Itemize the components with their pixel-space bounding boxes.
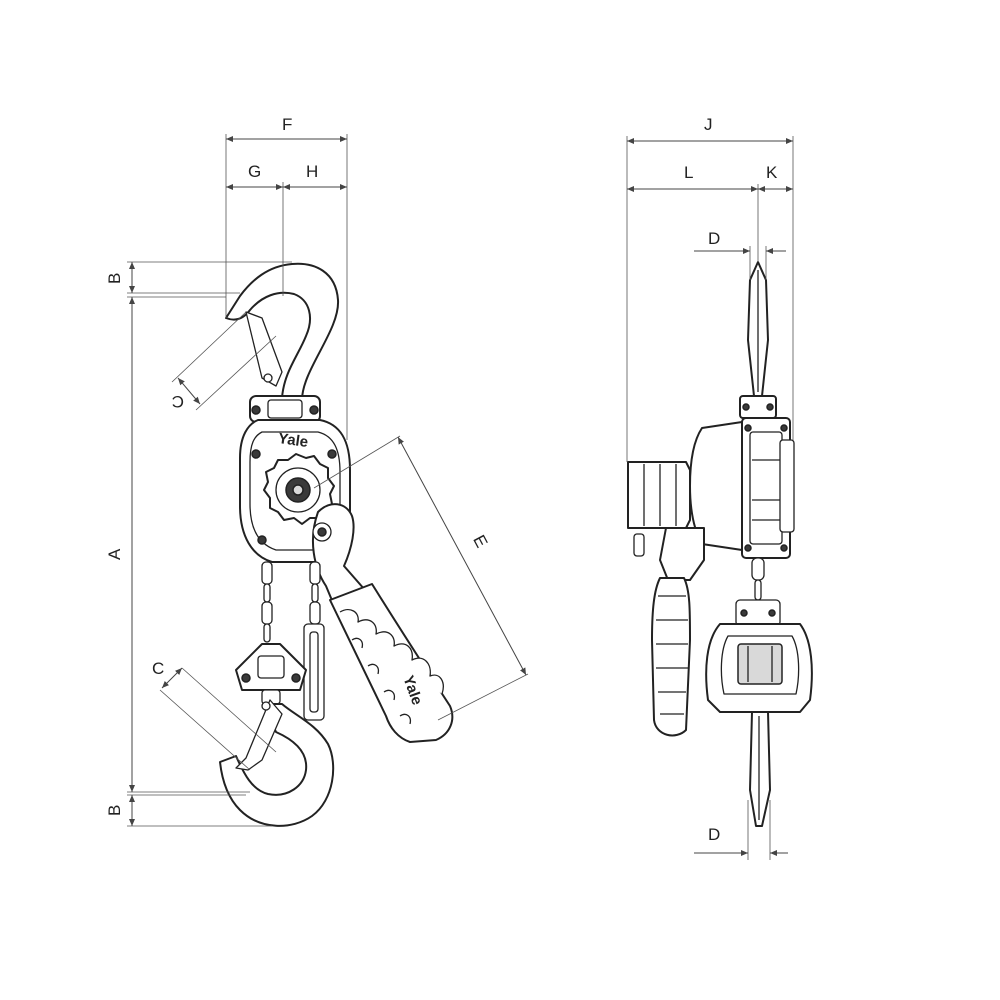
dimension-label-d-bottom: D xyxy=(708,825,720,844)
side-hoist-body xyxy=(689,417,795,559)
side-load-chain xyxy=(735,557,781,627)
selector-knob-front xyxy=(263,453,335,525)
dimension-label-a: A xyxy=(105,548,124,560)
side-selector-knob xyxy=(627,461,691,557)
dimension-label-d-top: D xyxy=(708,229,720,248)
dimension-label-b-bottom: B xyxy=(105,805,124,816)
top-hook xyxy=(225,262,340,401)
dimension-label-c-top: C xyxy=(172,392,184,411)
dimension-label-l: L xyxy=(684,163,693,182)
dimension-label-k: K xyxy=(766,163,778,182)
dimension-label-f: F xyxy=(282,115,292,134)
side-bottom-hook-block xyxy=(705,623,813,713)
side-view: J L K D D xyxy=(626,115,813,860)
lever-handle-front: Yale xyxy=(311,503,454,743)
dimension-label-b-top: B xyxy=(105,273,124,284)
bottom-hook-block xyxy=(235,643,307,705)
side-top-hook xyxy=(739,261,777,419)
top-suspension-block xyxy=(249,395,321,423)
body-brand-logo: Yale xyxy=(277,430,309,451)
front-view: Yale Yale xyxy=(105,115,529,827)
dimension-label-c-bottom: C xyxy=(152,659,164,678)
dimension-label-h: H xyxy=(306,162,318,181)
bottom-hook xyxy=(219,699,335,827)
side-bottom-hook xyxy=(749,711,771,827)
side-lever-handle xyxy=(651,527,705,737)
load-chain-front xyxy=(261,561,325,721)
dimension-label-j: J xyxy=(704,115,713,134)
dimension-label-e: E xyxy=(469,532,491,551)
dimension-label-g: G xyxy=(248,162,261,181)
